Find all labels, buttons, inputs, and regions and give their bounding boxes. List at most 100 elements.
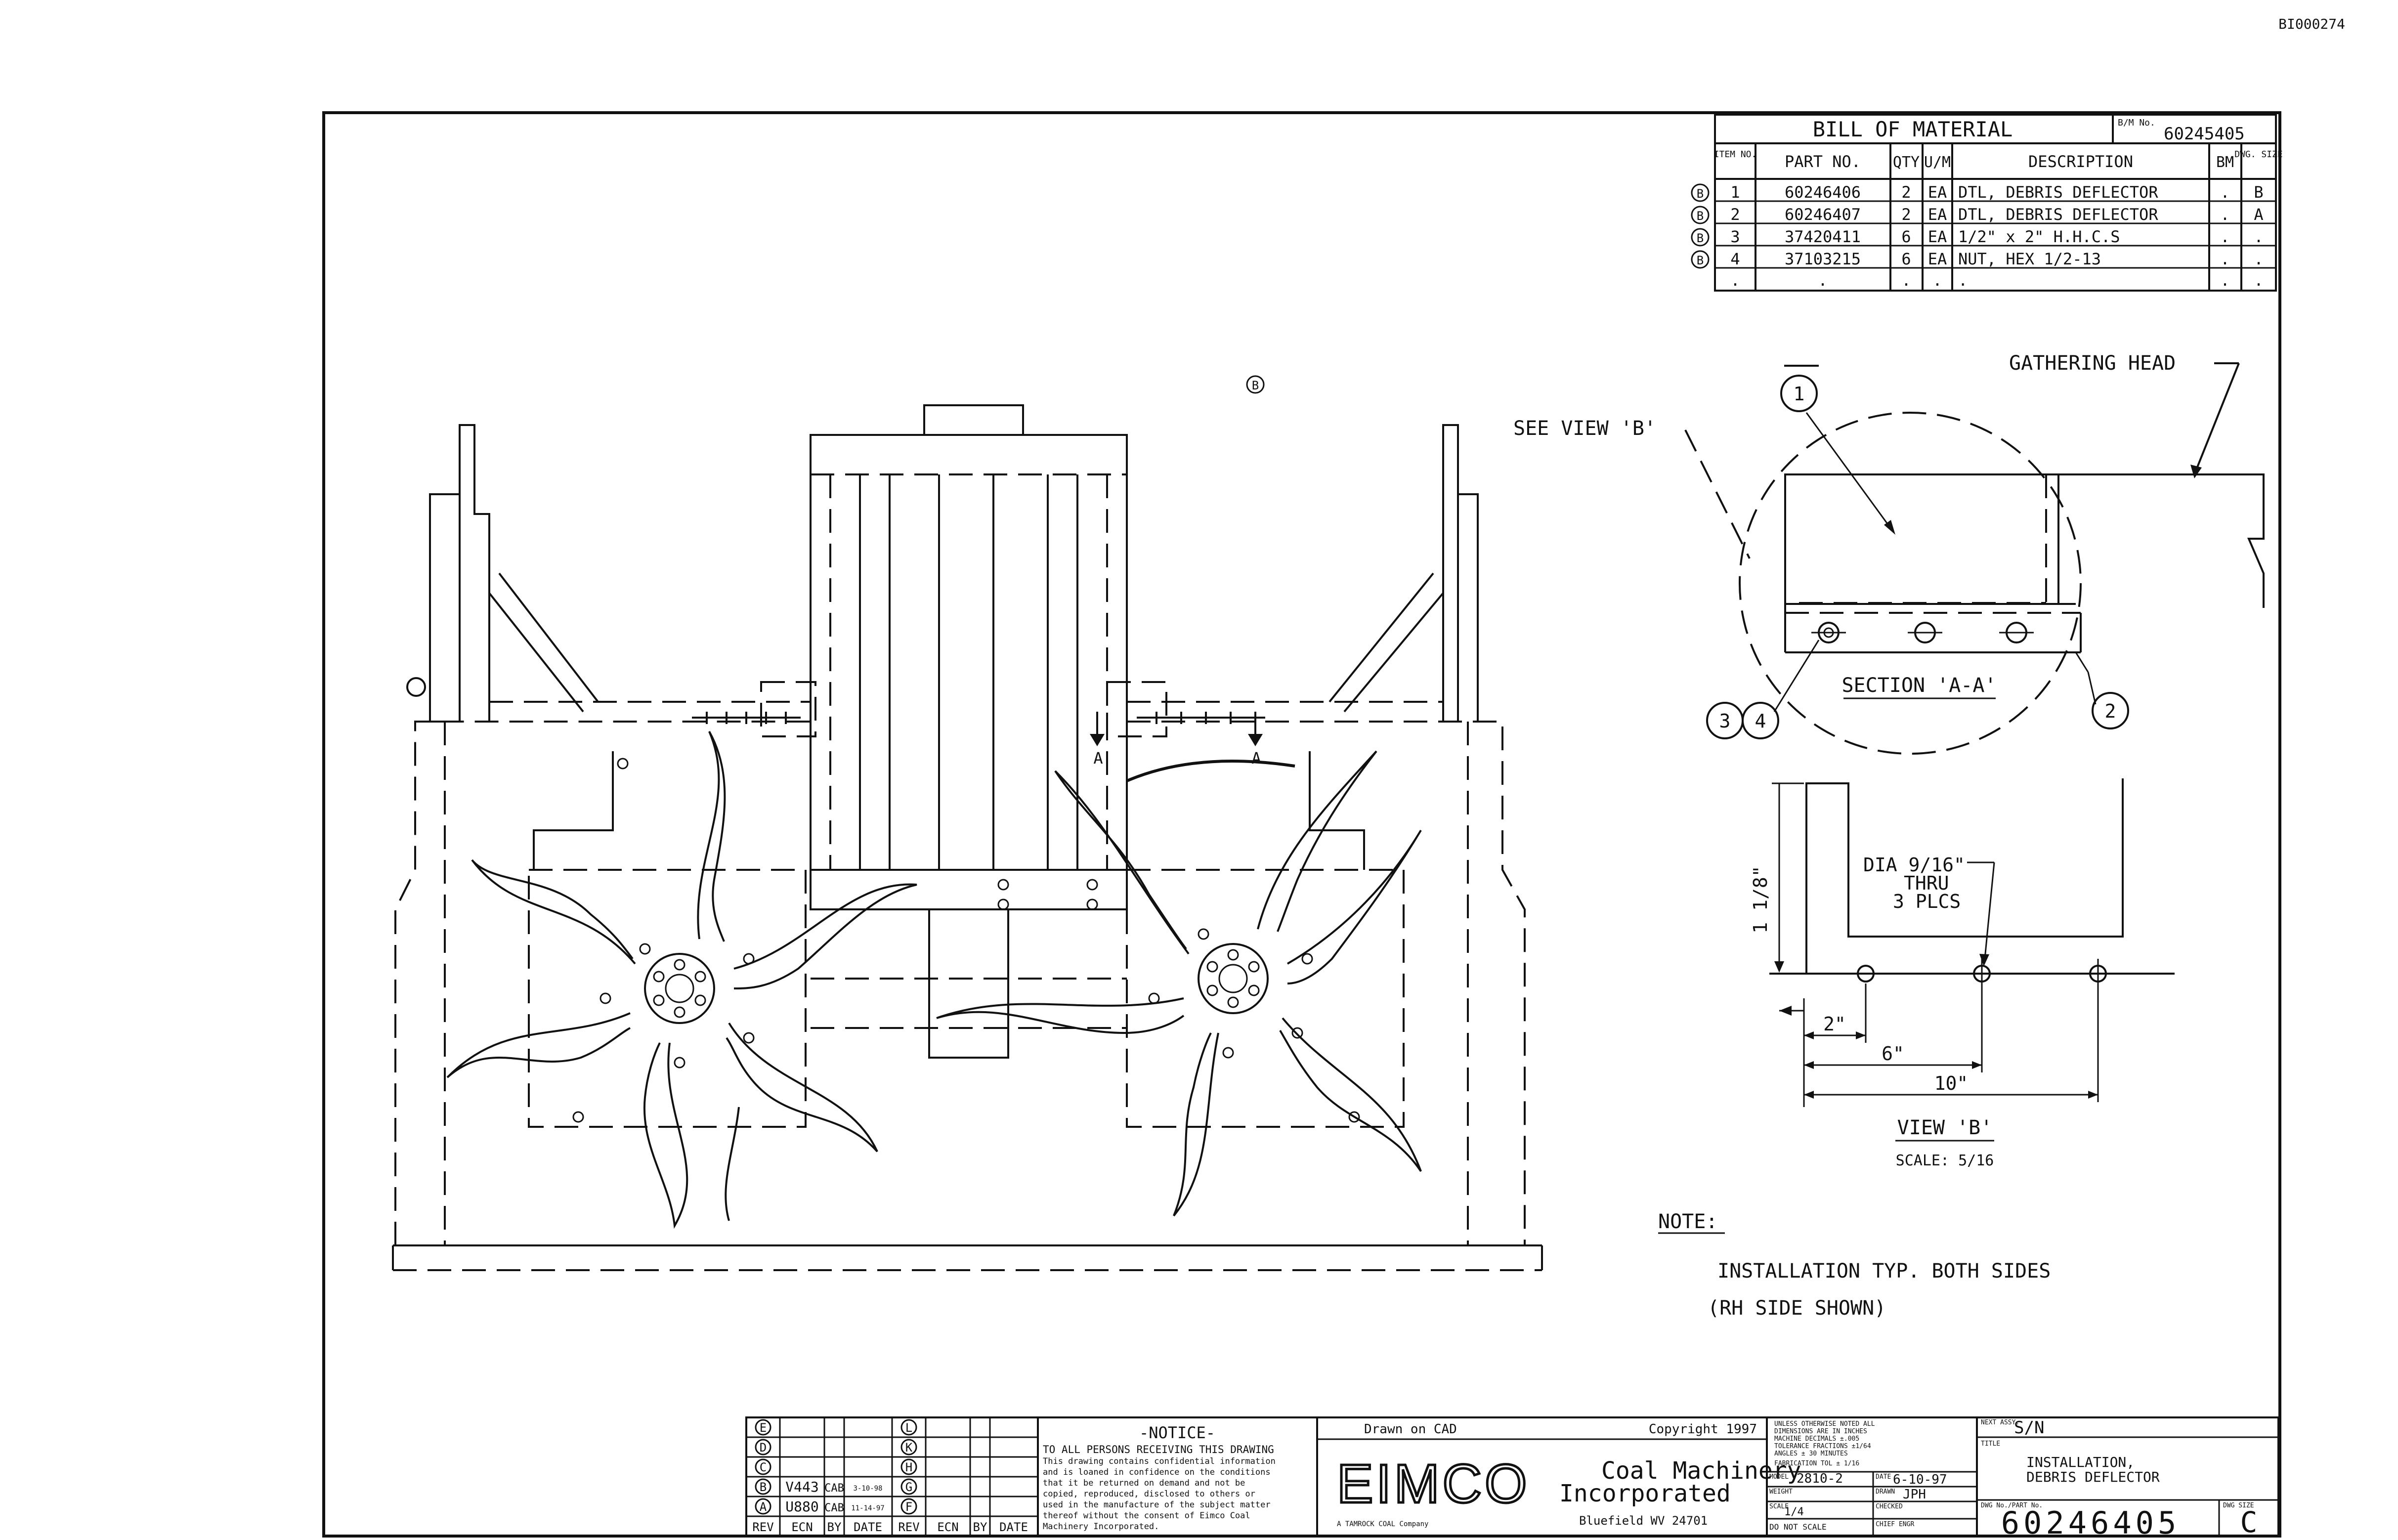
svg-text:ECN: ECN [791, 1520, 813, 1534]
section-a-a-detail: GATHERING HEAD SEE VIEW 'B' 1 [1513, 352, 2265, 755]
svg-text:A: A [760, 1500, 767, 1514]
svg-text:Machinery Incorporated.: Machinery Incorporated. [1043, 1522, 1159, 1532]
svg-text:This drawing contains confiden: This drawing contains confidential infor… [1043, 1456, 1276, 1466]
drawn-by: JPH [1903, 1487, 1926, 1502]
confidentiality-notice: -NOTICE- TO ALL PERSONS RECEIVING THIS D… [1043, 1417, 1318, 1536]
svg-text:D: D [760, 1441, 767, 1454]
hole-note-line1: DIA 9/16" [1863, 854, 1965, 876]
svg-text:1/2" x 2" H.H.C.S: 1/2" x 2" H.H.C.S [1958, 227, 2120, 246]
svg-text:37103215: 37103215 [1785, 250, 1861, 268]
svg-text:ANGLES ± 30 MINUTES: ANGLES ± 30 MINUTES [1774, 1450, 1848, 1457]
note-heading: NOTE: [1658, 1210, 1717, 1233]
svg-text:CHECKED: CHECKED [1876, 1503, 1903, 1510]
next-assy: S/N [2014, 1418, 2044, 1438]
bom-row: B 1 60246406 2 EA DTL, DEBRIS DEFLECTOR … [1691, 183, 2264, 202]
section-a-a-label: SECTION 'A-A' [1841, 674, 1996, 697]
svg-text:MACHINE DECIMALS ±.005: MACHINE DECIMALS ±.005 [1774, 1435, 1859, 1443]
svg-text:B: B [1252, 379, 1259, 392]
left-star-wheel [446, 731, 917, 1229]
svg-text:3: 3 [1719, 710, 1731, 732]
svg-text:1: 1 [1730, 183, 1740, 202]
svg-text:B: B [2254, 183, 2263, 202]
bom-header-item: ITEM NO. [1714, 149, 1757, 160]
svg-text:TO ALL PERSONS RECEIVING THIS: TO ALL PERSONS RECEIVING THIS DRAWING [1043, 1444, 1274, 1455]
svg-text:4: 4 [1755, 710, 1766, 732]
svg-text:copied, reproduced, disclosed: copied, reproduced, disclosed to others … [1043, 1489, 1255, 1499]
svg-text:DTL, DEBRIS DEFLECTOR: DTL, DEBRIS DEFLECTOR [1958, 205, 2158, 224]
gathering-head-label: GATHERING HEAD [2009, 352, 2176, 375]
bom-header-um: U/M [1924, 154, 1951, 171]
svg-text:DO NOT SCALE: DO NOT SCALE [1769, 1522, 1827, 1532]
svg-text:REV: REV [752, 1520, 773, 1534]
balloon-1 [1780, 375, 1818, 412]
svg-text:CAB: CAB [824, 1482, 844, 1495]
svg-text:DRAWN: DRAWN [1876, 1488, 1895, 1496]
view-b-title: VIEW 'B' [1897, 1116, 1993, 1139]
svg-text:DATE: DATE [1876, 1473, 1891, 1481]
svg-text:DIMENSIONS ARE IN INCHES: DIMENSIONS ARE IN INCHES [1774, 1428, 1867, 1435]
drawing-info-block: UNLESS OTHERWISE NOTED ALL DIMENSIONS AR… [1767, 1417, 1978, 1536]
svg-text:.: . [2220, 250, 2229, 268]
svg-text:B: B [1697, 254, 1704, 267]
model-number: 2810-2 [1797, 1471, 1843, 1486]
revision-table: E D C B A L K H G F V443 CAB 3-10-98 [746, 1417, 1039, 1536]
bom-header-bm: BM [2216, 154, 2234, 171]
svg-text:DWG No./PART No.: DWG No./PART No. [1981, 1502, 2043, 1509]
svg-text:TOLERANCE FRACTIONS ±1/64: TOLERANCE FRACTIONS ±1/64 [1774, 1443, 1871, 1450]
revision-entry: U880 CAB 11-14-97 [785, 1498, 884, 1515]
svg-text:2: 2 [1901, 205, 1911, 224]
svg-text:CHIEF ENGR: CHIEF ENGR [1876, 1521, 1914, 1528]
svg-text:NEXT ASSY.: NEXT ASSY. [1981, 1419, 2019, 1426]
svg-text:3-10-98: 3-10-98 [853, 1485, 882, 1493]
svg-text:.: . [1730, 271, 1740, 290]
title-line2: DEBRIS DEFLECTOR [2026, 1469, 2160, 1485]
bom-row: B 2 60246407 2 EA DTL, DEBRIS DEFLECTOR … [1691, 205, 2264, 224]
company-line2: Incorporated [1559, 1480, 1731, 1507]
svg-text:A: A [2254, 205, 2263, 224]
svg-text:.: . [2254, 250, 2263, 268]
svg-text:U880: U880 [785, 1498, 818, 1515]
right-star-wheel [936, 750, 1422, 1217]
svg-text:.: . [1901, 271, 1911, 290]
dim-2: 2" [1823, 1013, 1846, 1035]
section-marker: B [1246, 375, 1265, 394]
svg-text:MODEL: MODEL [1769, 1473, 1789, 1481]
svg-text:CAB: CAB [824, 1502, 844, 1514]
bom-row: B 4 37103215 6 EA NUT, HEX 1/2-13 . . [1691, 250, 2264, 269]
note-line1: INSTALLATION TYP. BOTH SIDES [1717, 1260, 2051, 1283]
svg-text:DATE: DATE [854, 1520, 882, 1534]
svg-text:DATE: DATE [999, 1520, 1028, 1534]
bom-header-qty: QTY [1893, 154, 1920, 171]
svg-text:B: B [1697, 209, 1704, 223]
installation-note: NOTE: INSTALLATION TYP. BOTH SIDES (RH S… [1658, 1210, 2051, 1320]
svg-text:TITLE: TITLE [1981, 1440, 2000, 1448]
svg-text:V443: V443 [785, 1479, 818, 1495]
drawing-border [322, 111, 2281, 1538]
svg-text:BY: BY [973, 1520, 987, 1534]
svg-text:2: 2 [2105, 700, 2116, 722]
svg-text:REV: REV [898, 1520, 919, 1534]
copyright: Copyright 1997 [1649, 1422, 1757, 1437]
svg-text:DTL, DEBRIS DEFLECTOR: DTL, DEBRIS DEFLECTOR [1958, 183, 2158, 202]
svg-text:DWG SIZE: DWG SIZE [2223, 1502, 2254, 1509]
svg-text:K: K [905, 1441, 913, 1454]
svg-text:.: . [2254, 227, 2263, 246]
svg-text:FABRICATION TOL ± 1/16: FABRICATION TOL ± 1/16 [1774, 1460, 1859, 1467]
svg-text:.: . [2220, 271, 2229, 290]
dim-height: 1 1/8" [1750, 865, 1771, 933]
svg-text:used in the manufacture of the: used in the manufacture of the subject m… [1043, 1500, 1271, 1510]
drawn-on-cad: Drawn on CAD [1364, 1422, 1457, 1437]
eimco-logo: EIMCO [1337, 1454, 1530, 1514]
drawing-size: C [2240, 1505, 2258, 1539]
svg-text:3: 3 [1730, 227, 1740, 246]
bom-header-description: DESCRIPTION [2028, 152, 2133, 171]
svg-text:6: 6 [1901, 227, 1911, 246]
drawing-scale: 1/4 [1784, 1506, 1804, 1518]
bom-header-part: PART NO. [1785, 152, 1861, 171]
view-b-detail: DIA 9/16" THRU 3 PLCS 1 1/8" 2" 6" 10" V… [1750, 778, 2175, 1169]
company-city: Bluefield WV 24701 [1579, 1514, 1708, 1528]
balloon-4 [1742, 702, 1779, 739]
title-part-block: NEXT ASSY. S/N TITLE INSTALLATION, DEBRI… [1977, 1418, 2278, 1540]
svg-text:EA: EA [1928, 205, 1947, 224]
